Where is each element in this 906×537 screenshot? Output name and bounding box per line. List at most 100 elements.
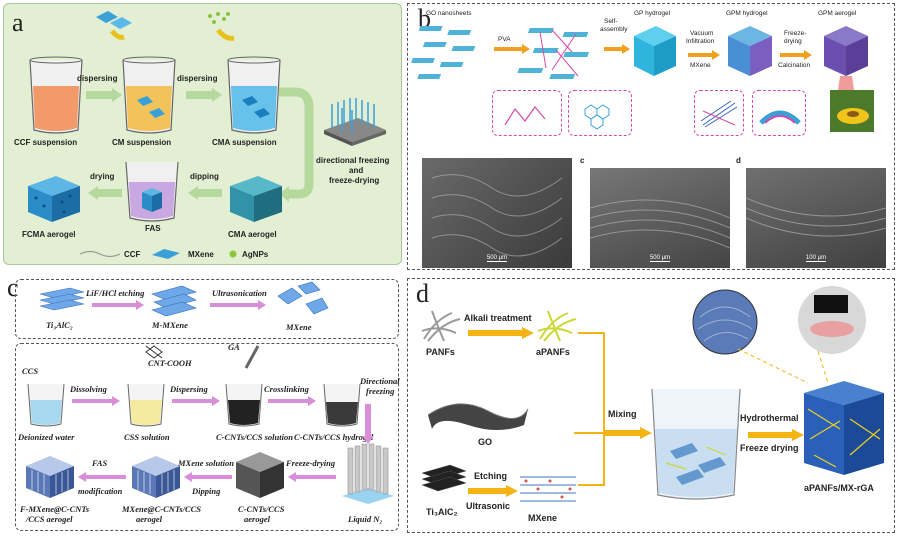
connector-lines <box>574 332 605 486</box>
mixing-beaker <box>651 388 741 500</box>
label-gpm-hydrogel: GPM hydrogel <box>726 10 768 17</box>
beaker-cma <box>227 56 281 134</box>
label-mxene-ccnt-1: MXene@C-CNTs/CCS <box>122 504 202 514</box>
label-calcination: Calcination <box>778 62 811 69</box>
arrow-self-assembly <box>604 44 630 54</box>
label-f-mxene-1: F-MXene@C-CNTs <box>20 504 90 514</box>
agnps-dots-icon <box>208 12 235 41</box>
label-product: aPANFs/MX-rGA <box>804 483 874 493</box>
label-freeze-drying: freeze-drying <box>329 176 380 185</box>
label-ga: GA <box>228 342 240 352</box>
cnt-cooh-icon <box>145 345 163 359</box>
label-cma-aerogel: CMA aerogel <box>228 230 277 239</box>
label-ccnt-aerogel-1: C-CNTs/CCS <box>238 504 285 514</box>
arrow-dispersing <box>172 396 220 406</box>
label-m-mxene: M-MXene <box>152 320 188 330</box>
label-and: and <box>349 166 364 175</box>
flower-photo <box>830 90 874 132</box>
label-mixing: Mixing <box>608 409 637 419</box>
label-crosslinking: Crosslinking <box>264 384 309 394</box>
label-sem-c: c <box>580 156 585 165</box>
label-go-nanosheets: GO nanosheets <box>426 10 472 17</box>
arrow-pva <box>494 44 530 54</box>
panel-d-tag: d <box>416 279 429 308</box>
label-cm-suspension: CM suspension <box>112 138 172 147</box>
label-sem-d: d <box>736 156 741 165</box>
mxene-bundle-icon <box>700 100 738 128</box>
label-drying: drying <box>90 172 115 181</box>
beaker-fas <box>125 161 179 222</box>
label-ccnt-aerogel-2: aerogel <box>244 514 270 524</box>
arrow-etching <box>92 300 144 310</box>
sem-texture-b <box>431 174 563 257</box>
product-photo <box>798 286 866 354</box>
label-pva: PVA <box>498 36 511 43</box>
mxene-flakes-icon <box>96 11 132 40</box>
pva-structure-icon <box>504 106 546 126</box>
beaker-cm <box>122 56 176 134</box>
scale-bar-1: 500 μm <box>486 255 508 262</box>
label-ti3alc2-d: Ti₃AlC₂ <box>426 507 458 517</box>
label-fcma-aerogel: FCMA aerogel <box>22 230 76 239</box>
arrow-directional-freezing <box>362 404 374 444</box>
flower-icon <box>837 108 869 124</box>
beaker-water <box>27 383 65 427</box>
cma-aerogel-icon <box>230 176 282 222</box>
panel-a-tag: a <box>12 8 24 37</box>
zoom-box-graphene <box>568 90 632 136</box>
arrow-etching-d <box>468 485 518 497</box>
arrow-dispersing-2 <box>186 88 222 102</box>
arrow-drying <box>88 186 122 200</box>
label-ultrasonication: Ultrasonication <box>212 288 267 298</box>
label-freezing: freezing <box>366 386 395 396</box>
ccf-legend-icon <box>79 250 121 258</box>
mxene-legend-icon <box>152 249 180 259</box>
label-mxene: MXene <box>690 62 711 69</box>
label-fas: FAS <box>145 224 161 233</box>
label-dipping: dipping <box>190 172 219 181</box>
aerogel-box: CCS Deionized water Dissolving CSS solut… <box>15 342 400 531</box>
label-vacuum: Vacuum <box>690 30 714 37</box>
label-gpm-aerogel: GPM aerogel <box>818 10 857 17</box>
arrow-dispersing-1 <box>86 88 122 102</box>
agnps-legend-icon <box>229 250 237 258</box>
label-dipping-c: Dipping <box>192 486 221 496</box>
label-f-mxene-2: /CCS aerogel <box>26 514 73 524</box>
panel-c-tag: c <box>7 273 19 302</box>
arrow-dipping <box>188 186 222 200</box>
ti3alc2-layers-icon <box>39 287 85 311</box>
beaker-css <box>127 383 165 427</box>
label-css-solution: CSS solution <box>124 432 170 442</box>
label-infiltration: Infiltration <box>686 38 715 45</box>
ccnt-aerogel-icon <box>236 452 284 498</box>
panel-d: d PANFs Alkali treatment aPANFs GO Ti₃Al… <box>407 278 895 533</box>
arrow-curve-freezing <box>279 87 314 202</box>
freezing-column-icon <box>342 443 394 504</box>
panel-c: c Ti₃AlC₂ LiF/HCl etching M-MXene Ultras… <box>3 273 402 533</box>
label-modification: modification <box>78 486 123 496</box>
label-gp-hydrogel: GP hydrogel <box>634 10 671 17</box>
label-directional: Directional <box>360 376 400 386</box>
sem-texture-c <box>590 199 730 249</box>
legend-mxene: MXene <box>188 250 214 259</box>
f-mxene-aerogel-icon <box>26 456 74 498</box>
label-ccs: CCS <box>22 366 39 376</box>
go-sheet-icon <box>427 403 529 430</box>
label-mxene-solution: MXene solution <box>178 458 234 468</box>
label-cma-suspension: CMA suspension <box>212 138 277 147</box>
arrow-vacuum <box>688 50 720 60</box>
mxene-ccnt-aerogel-icon <box>132 456 180 498</box>
fcma-aerogel-icon <box>28 176 80 222</box>
etching-box: Ti₃AlC₂ LiF/HCl etching M-MXene Ultrason… <box>15 279 399 339</box>
label-self: Self- <box>604 18 618 25</box>
label-fas-c: FAS <box>92 458 108 468</box>
arrow-freeze-drying <box>780 50 812 60</box>
sem-image-c: 500 μm <box>590 168 730 268</box>
arrow-dissolving <box>72 396 120 406</box>
zoom-box-mxene <box>694 90 744 136</box>
gpm-aerogel-cube <box>824 26 868 104</box>
apanfs-fibers-icon <box>537 310 577 342</box>
zoom-dashes <box>737 348 829 384</box>
label-mxene-ccnt-2: aerogel <box>136 514 162 524</box>
label-alkali: Alkali treatment <box>464 313 532 323</box>
